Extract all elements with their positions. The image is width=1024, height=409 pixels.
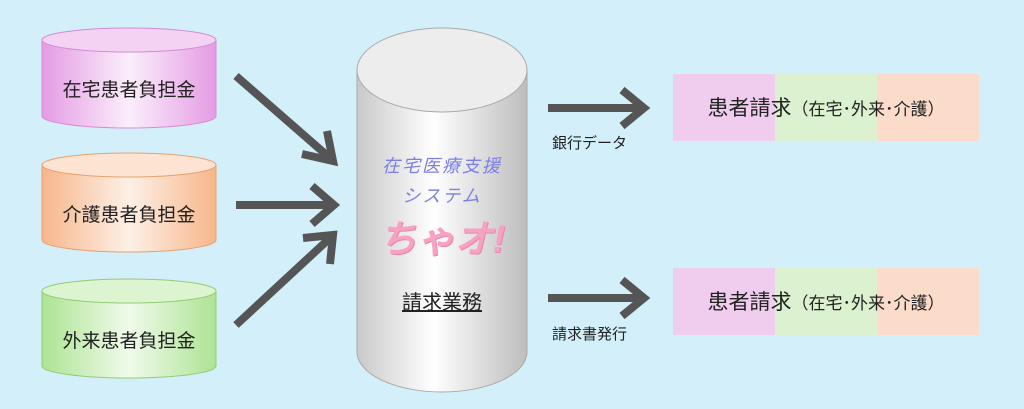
output-box-sub: （在宅･外来･介護） — [791, 100, 945, 119]
arrow-out-2 — [548, 276, 651, 320]
arrow-out-1 — [548, 86, 651, 130]
cylinder-kaigo — [41, 152, 217, 253]
arrow-in-2 — [236, 182, 341, 228]
cylinder-zaitaku — [41, 27, 217, 129]
source-label-zaitaku: 在宅患者負担金 — [62, 80, 196, 101]
output-box-1: 患者請求（在宅･外来･介護） — [673, 74, 979, 141]
center-caption: 請求業務 — [402, 292, 482, 314]
arrow-label-invoice: 請求書発行 — [552, 326, 628, 343]
arrows — [233, 72, 651, 328]
arrow-in-3 — [233, 230, 338, 328]
output-box-main: 患者請求 — [707, 97, 792, 120]
cylinder-gairai — [41, 278, 217, 379]
logo-line1: 在宅医療支援 — [382, 156, 502, 177]
output-box-2: 患者請求（在宅･外来･介護） — [673, 268, 979, 335]
output-box-main: 患者請求 — [707, 291, 792, 314]
logo-line2: システム — [402, 186, 482, 207]
arrow-in-1 — [233, 72, 339, 167]
logo-brand: ちゃオ! — [378, 219, 506, 261]
output-box-sub: （在宅･外来･介護） — [791, 294, 945, 313]
cylinder-center — [356, 27, 528, 393]
source-label-kaigo: 介護患者負担金 — [62, 205, 196, 226]
arrow-label-bank-data: 銀行データ — [552, 135, 628, 152]
source-label-gairai: 外来患者負担金 — [62, 331, 196, 352]
